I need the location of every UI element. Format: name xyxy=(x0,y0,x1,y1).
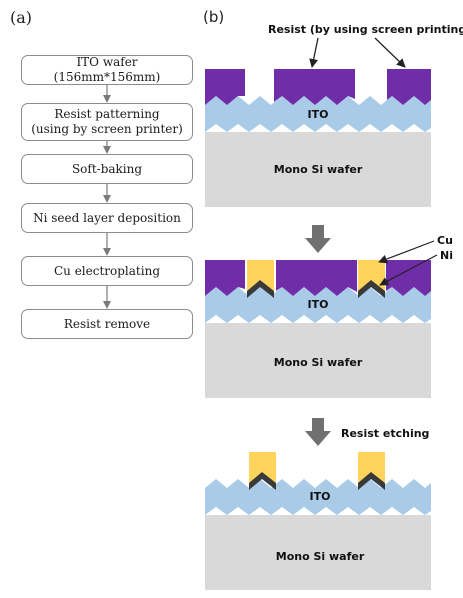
process-down-arrow xyxy=(305,418,331,446)
panel-a-label: (a) xyxy=(10,8,33,27)
resist-block xyxy=(274,69,355,105)
resist-block xyxy=(205,260,245,296)
callout-line xyxy=(309,37,319,68)
process-down-arrow xyxy=(305,225,331,253)
flow-step-resist-patterning: Resist patterning (using by screen print… xyxy=(21,103,193,141)
flow-step-text: Soft-baking xyxy=(71,161,143,176)
flow-step-text: Resist remove xyxy=(63,316,151,331)
ni-callout-label: Ni xyxy=(440,249,453,262)
flow-step-ni-seed: Ni seed layer deposition xyxy=(21,203,193,233)
wafer-layer xyxy=(205,132,431,207)
stage-3-cross-section: ITO Mono Si wafer xyxy=(205,452,431,590)
ito-layer xyxy=(205,287,431,323)
resist-block xyxy=(387,69,431,105)
resist-block xyxy=(205,69,245,105)
wafer-layer xyxy=(205,515,431,590)
wafer-layer xyxy=(205,323,431,398)
panel-b-label: (b) xyxy=(203,8,225,26)
flow-step-text: Cu electroplating xyxy=(53,263,160,278)
flow-step-resist-remove: Resist remove xyxy=(21,309,193,339)
flow-step-cu-electroplating: Cu electroplating xyxy=(21,256,193,286)
resist-callout-label: Resist (by using screen printing) xyxy=(268,23,463,36)
ito-label: ITO xyxy=(308,298,329,311)
flow-step-text: (using by screen printer) xyxy=(31,122,183,136)
flow-step-text: Ni seed layer deposition xyxy=(33,210,181,225)
ni-seed-layer xyxy=(358,280,385,298)
ito-layer xyxy=(205,479,431,515)
callout-line xyxy=(378,240,435,264)
flow-step-soft-baking: Soft-baking xyxy=(21,154,193,184)
flow-step-text: Resist patterning xyxy=(54,107,160,121)
resist-block xyxy=(386,260,431,296)
ito-label: ITO xyxy=(308,108,329,121)
stage-1-cross-section: ITO Mono Si wafer xyxy=(205,69,431,207)
ni-seed-layer xyxy=(247,280,274,298)
callout-line xyxy=(374,37,406,68)
wafer-label: Mono Si wafer xyxy=(276,550,365,563)
ni-seed-layer xyxy=(249,472,276,490)
flow-step-ito-wafer: ITO wafer (156mm*156mm) xyxy=(21,55,193,85)
flow-step-text: ITO wafer (156mm*156mm) xyxy=(53,55,161,84)
callout-line xyxy=(379,254,438,286)
resist-block xyxy=(276,260,357,296)
resist-etching-label: Resist etching xyxy=(341,427,429,440)
ni-seed-layer xyxy=(358,472,385,490)
stage-2-cross-section: ITO Mono Si wafer xyxy=(205,260,431,398)
ito-label: ITO xyxy=(310,490,331,503)
cu-callout-label: Cu xyxy=(437,234,453,247)
ito-layer xyxy=(205,96,431,132)
wafer-label: Mono Si wafer xyxy=(274,356,363,369)
wafer-label: Mono Si wafer xyxy=(274,163,363,176)
